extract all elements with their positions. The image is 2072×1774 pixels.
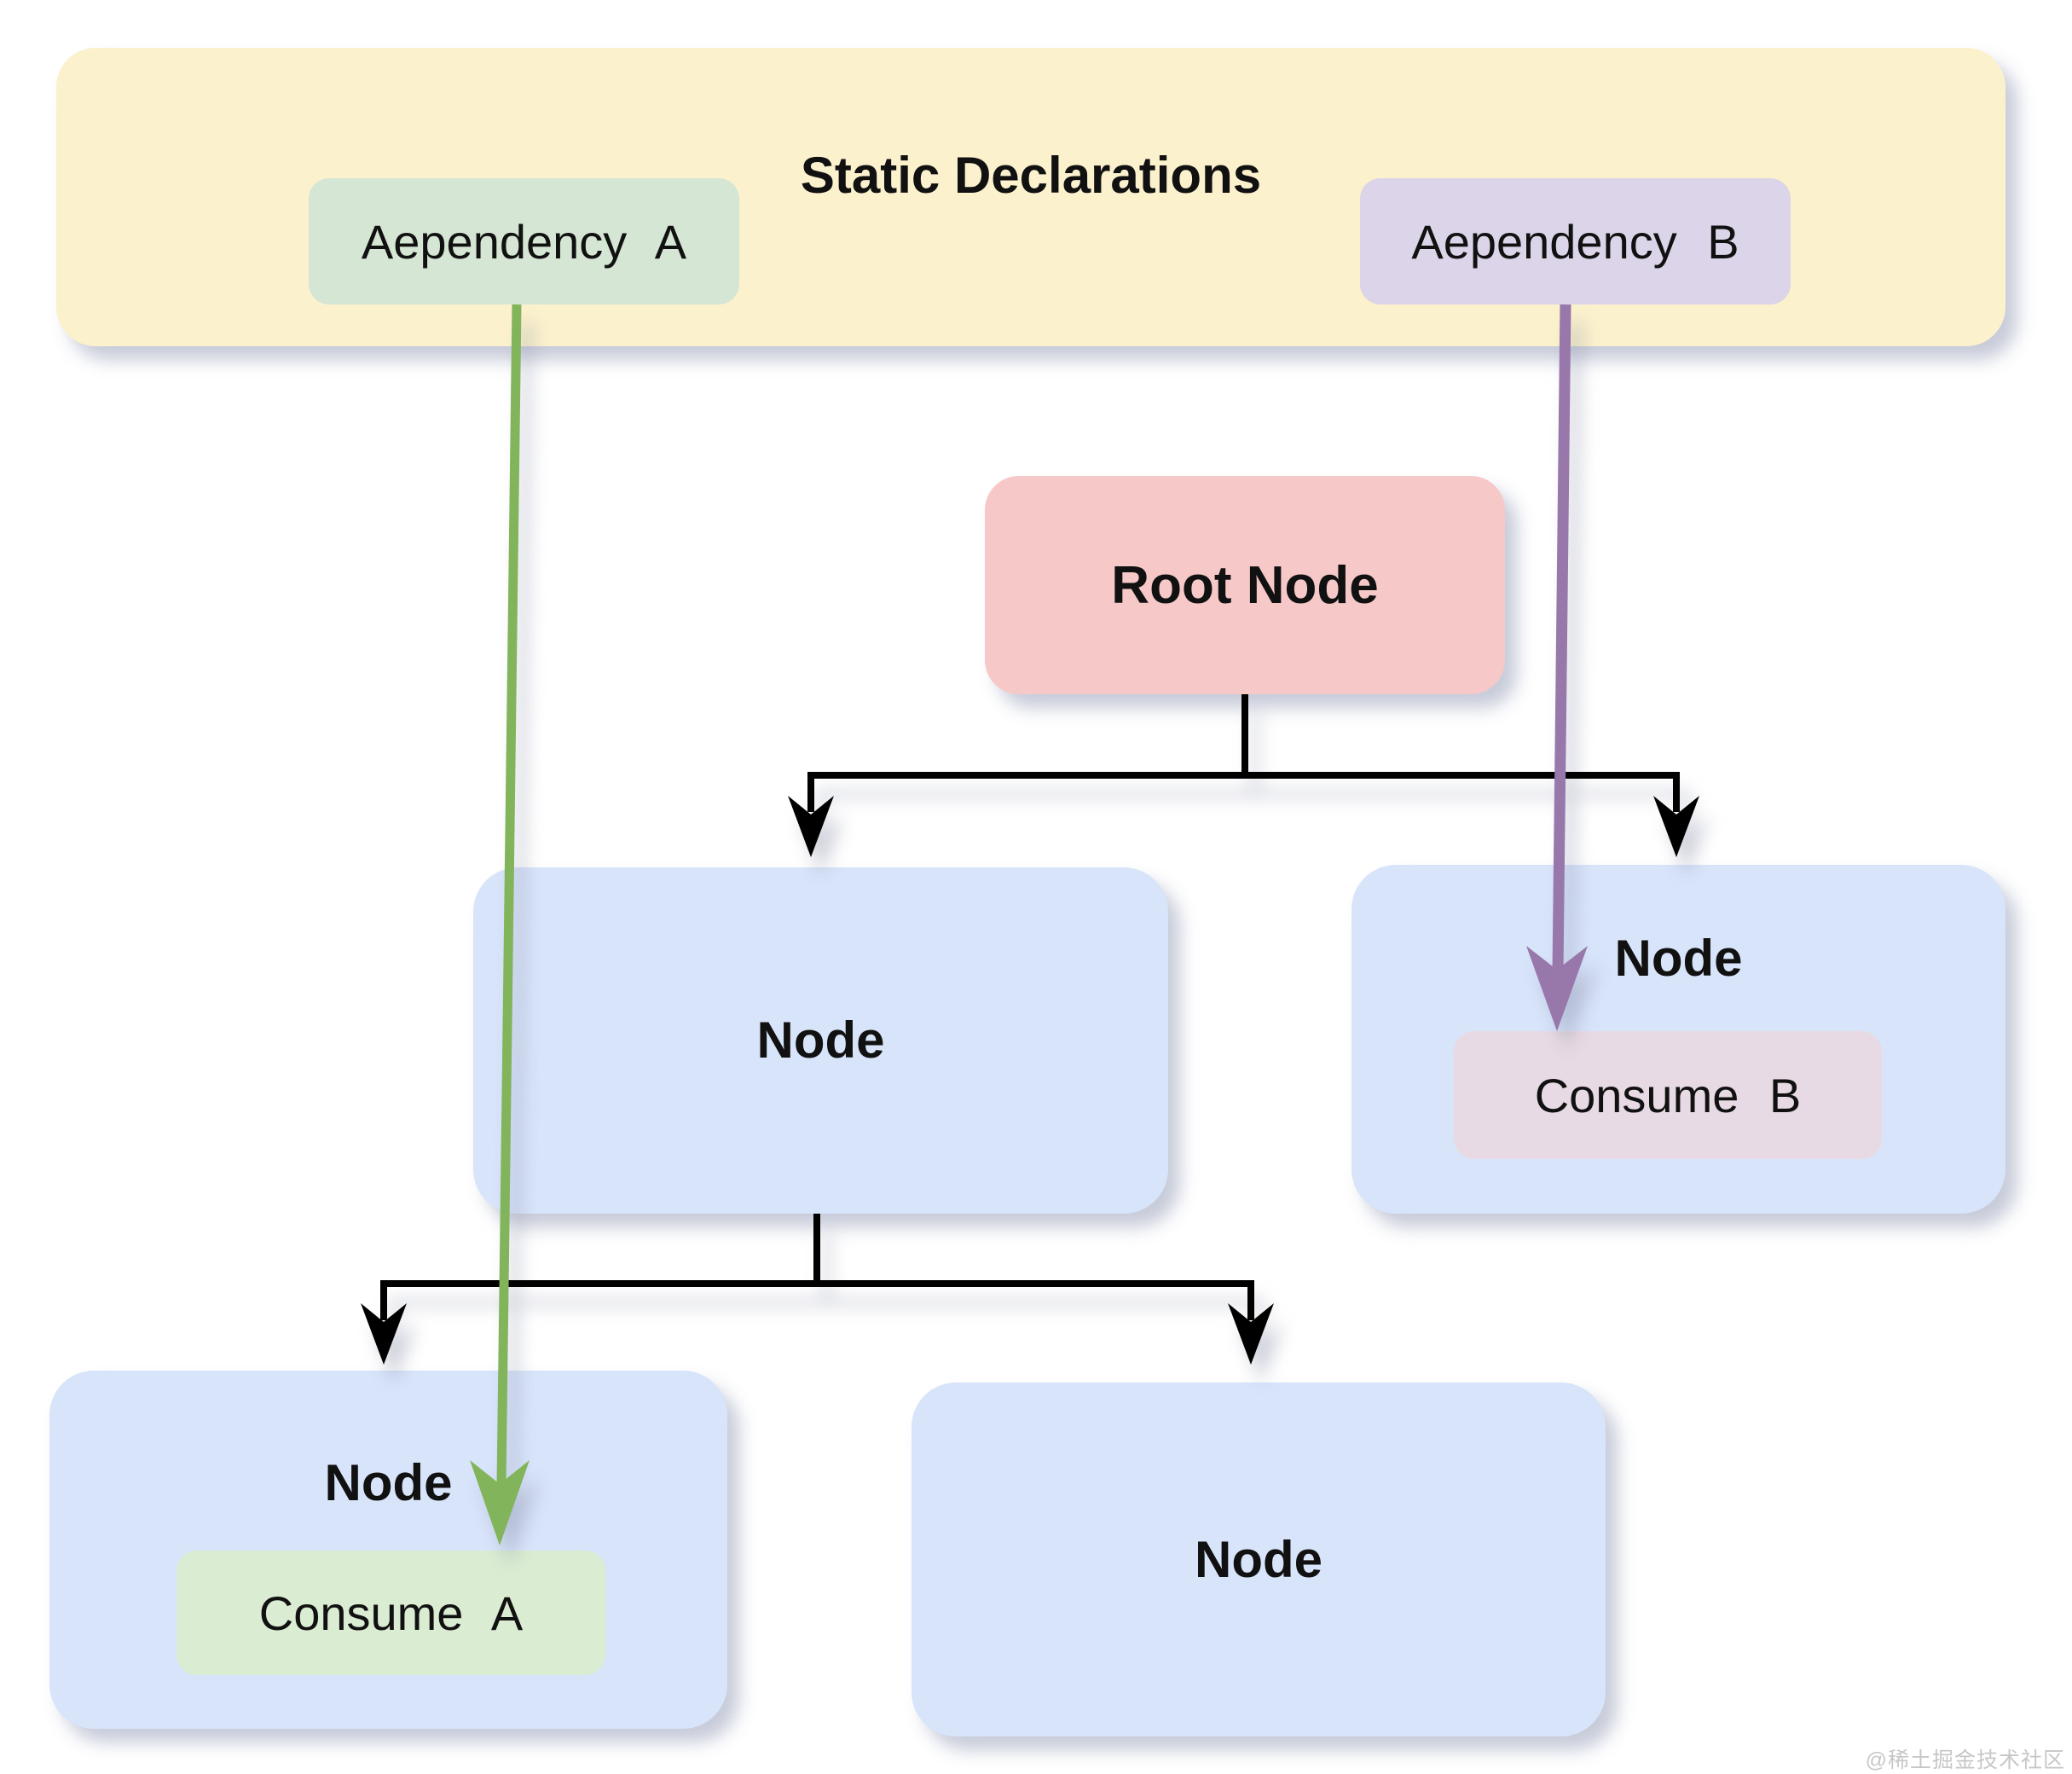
node-middle-left-box: Node — [473, 867, 1168, 1214]
black-arrowhead-left-icon — [788, 796, 834, 857]
tree-connector-middle — [361, 1214, 1274, 1365]
container-title: Static Declarations — [800, 147, 1262, 204]
consume-a-box: Consume A — [177, 1551, 605, 1675]
black-arrowhead-right-icon — [1653, 796, 1699, 857]
watermark-text: @稀土掘金技术社区 — [1865, 1748, 2065, 1772]
node-bottom-middle-box: Node — [912, 1383, 1606, 1736]
dependency-a-box: Aependency A — [309, 178, 739, 304]
consume-b-box: Consume B — [1454, 1031, 1882, 1159]
node-right-label: Node — [1614, 930, 1743, 987]
node-bottom-left-box: Node Consume A — [49, 1371, 727, 1729]
black-arrowhead-bottom-left-icon — [361, 1303, 407, 1365]
root-node-box: Root Node — [985, 476, 1505, 694]
dependency-b-box: Aependency B — [1360, 178, 1791, 304]
tree-middle-lines — [380, 1214, 1254, 1320]
node-right-box: Node Consume B — [1351, 865, 2005, 1214]
tree-root-lines — [807, 694, 1680, 812]
node-bottom-middle-label: Node — [1195, 1530, 1322, 1588]
tree-connector-root — [788, 694, 1699, 857]
node-middle-left-label: Node — [756, 1012, 885, 1069]
black-arrowhead-bottom-right-icon — [1228, 1303, 1274, 1365]
node-bottom-left-label: Node — [324, 1454, 453, 1511]
